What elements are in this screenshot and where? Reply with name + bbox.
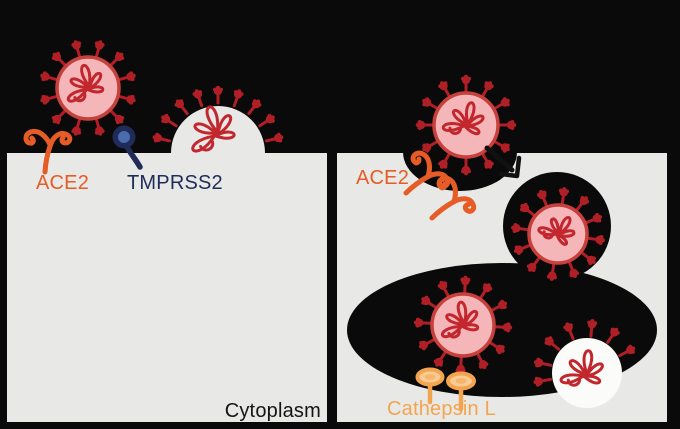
spike-protein	[117, 71, 136, 82]
spike-protein	[478, 283, 493, 300]
spike-protein	[213, 85, 224, 105]
spike-protein	[109, 109, 125, 125]
arrow-shaft	[484, 145, 515, 173]
spike-protein	[514, 243, 532, 256]
spike-protein	[51, 51, 67, 67]
spike-protein	[533, 357, 553, 368]
spike-protein	[174, 99, 189, 116]
arrow-head	[498, 155, 522, 179]
spike-protein	[438, 81, 451, 98]
entry-arrow	[484, 145, 522, 179]
spike-protein	[618, 344, 636, 358]
spike-protein	[413, 317, 433, 328]
spike-protein	[533, 376, 553, 387]
spike-protein	[415, 120, 435, 130]
spike-protein	[421, 295, 438, 310]
spike-protein	[438, 152, 451, 169]
spike-protein	[559, 187, 569, 206]
spike-protein	[152, 132, 171, 143]
free-genomes	[191, 105, 604, 387]
spike-protein	[526, 256, 541, 272]
fusing-virus-spikes	[152, 85, 284, 143]
spike-protein	[422, 97, 439, 110]
spike-protein	[580, 251, 596, 266]
spike-protein	[490, 299, 508, 312]
spike-protein	[567, 260, 579, 278]
spike-protein	[117, 94, 136, 105]
fusion-dome	[171, 106, 265, 200]
genome-rna	[441, 300, 480, 339]
label-cytoplasm: Cytoplasm	[225, 400, 321, 422]
spike-protein	[232, 89, 244, 108]
ace2-receptor	[429, 175, 477, 221]
spike-protein	[544, 336, 561, 351]
spike-protein	[460, 275, 471, 295]
genome-rna	[537, 215, 576, 246]
label-cathepsin-l: Cathepsin L	[387, 398, 496, 420]
left-cell-membrane	[7, 153, 327, 422]
released-genome-rna	[559, 349, 604, 387]
spike-protein	[437, 280, 450, 298]
spike-protein	[547, 262, 557, 281]
virus-particles	[40, 40, 605, 375]
spike-protein	[265, 132, 284, 143]
label-ace2-right: ACE2	[356, 167, 409, 189]
virus-particle	[413, 275, 513, 375]
tmprss2-protein	[112, 125, 143, 170]
spike-protein	[71, 40, 82, 59]
tmprss2-stem	[124, 144, 143, 170]
spike-protein	[418, 338, 436, 351]
spike-protein	[94, 117, 105, 136]
label-ace2-left: ACE2	[36, 172, 89, 194]
spike-protein	[563, 322, 575, 341]
genome-rna	[441, 101, 485, 136]
spike-protein	[109, 51, 125, 67]
spike-protein	[51, 109, 67, 125]
spike-protein	[161, 113, 178, 128]
genome-rna	[66, 63, 105, 103]
spike-protein	[481, 81, 494, 98]
spike-protein	[40, 94, 59, 105]
released-genome-rna	[191, 105, 236, 153]
ace2-receptors	[23, 128, 477, 221]
spike-protein	[587, 319, 598, 338]
spike-protein	[575, 196, 590, 212]
virus-particle	[415, 74, 517, 176]
spike-protein	[586, 235, 605, 246]
spike-protein	[258, 113, 275, 128]
spike-protein	[493, 140, 510, 153]
cathepsin-l-enzymes	[415, 367, 476, 412]
spike-protein	[606, 327, 620, 344]
fusing-virus-spikes	[533, 319, 636, 387]
spike-protein	[493, 97, 510, 110]
spike-protein	[40, 71, 59, 82]
spike-protein	[537, 190, 549, 208]
spike-protein	[511, 223, 530, 234]
spike-protein	[497, 120, 517, 130]
spike-protein	[192, 89, 204, 108]
spike-protein	[247, 99, 262, 116]
virus-particle	[511, 187, 605, 281]
label-tmprss2: TMPRSS2	[127, 172, 223, 194]
spike-protein	[461, 74, 471, 94]
spike-protein	[493, 322, 513, 333]
spike-protein	[71, 117, 82, 136]
spike-protein	[488, 340, 505, 355]
virus-particle	[40, 40, 136, 136]
spike-protein	[520, 202, 536, 217]
tmprss2-head-core	[118, 131, 130, 143]
spike-protein	[94, 40, 105, 59]
cathepsin-l-enzyme	[446, 371, 476, 412]
cathepsin-l-enzyme	[415, 367, 445, 405]
ace2-receptor	[23, 128, 73, 175]
spike-protein	[481, 152, 494, 169]
spike-protein	[461, 156, 471, 176]
spike-protein	[584, 213, 602, 225]
spike-protein	[422, 140, 439, 153]
spike-protein	[433, 350, 448, 367]
spike-protein	[476, 352, 489, 370]
spike-arcs	[152, 85, 636, 387]
